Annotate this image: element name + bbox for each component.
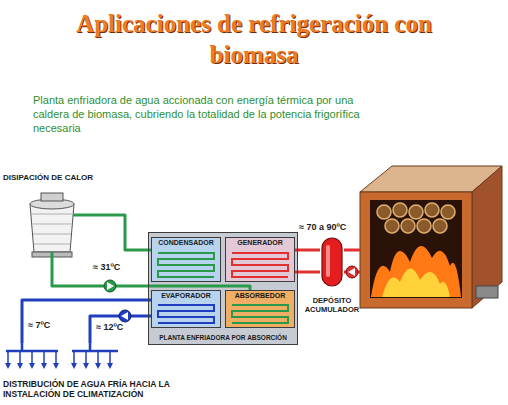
boiler-supply-pipe — [344, 249, 360, 252]
log — [377, 205, 391, 219]
log — [433, 219, 447, 233]
tank-body — [322, 238, 342, 286]
outlet-arrowheads — [5, 363, 113, 369]
generator-box: GENERADOR — [225, 237, 295, 282]
tower-fan — [41, 193, 63, 201]
pump-symbol — [119, 310, 131, 322]
flame-inner — [382, 268, 450, 297]
temperature-label: ≈ 70 a 90ºC — [298, 222, 347, 233]
pump-arrow — [121, 312, 128, 320]
biomass-logs — [377, 203, 455, 233]
supply-outlets — [8, 351, 56, 363]
boiler-front — [360, 192, 472, 308]
pump-body — [104, 280, 116, 292]
storage-tank: DEPÓSITO ACUMULADOR — [300, 236, 364, 316]
biomass-boiler — [360, 166, 502, 308]
pump-arrow — [348, 268, 355, 276]
node-label: EVAPORADOR — [153, 292, 219, 300]
tower-body — [30, 204, 74, 252]
diagram-caption: Planta enfriadora de agua accionada con … — [33, 93, 378, 135]
pipe-connector — [80, 215, 151, 250]
supply-manifold — [6, 343, 58, 351]
supply-heads — [5, 363, 59, 369]
distribution-manifolds — [6, 343, 118, 363]
chiller-fill — [148, 232, 298, 345]
return-outlets — [74, 351, 110, 363]
pump-body — [346, 266, 358, 278]
diagram-title: Aplicaciones de refrigeración con biomas… — [34, 8, 474, 70]
generator-fill — [225, 237, 295, 282]
node-label: DEPÓSITO ACUMULADOR — [301, 296, 363, 314]
temperature-label: ≈ 12ºC — [95, 322, 124, 333]
return-manifold — [72, 343, 118, 351]
node-label: CONDENSADOR — [153, 239, 219, 247]
storage-tank-shape — [320, 236, 344, 288]
boiler-burner — [476, 286, 498, 298]
cold-water-distribution: DISTRIBUCIÓN DE AGUA FRÍA HACIA LA INSTA… — [2, 343, 202, 401]
log — [393, 203, 407, 217]
tower-pipe-stub — [51, 252, 54, 262]
pump-symbol — [346, 266, 358, 278]
node-label: ABSORBEDOR — [227, 292, 293, 300]
pump-body — [119, 310, 131, 322]
evaporator-box: EVAPORADOR — [151, 290, 221, 328]
absorber-coil — [232, 305, 288, 323]
condenser-fill — [151, 237, 221, 282]
flame-outer — [371, 246, 461, 297]
temperature-label: ≈ 31ºC — [92, 262, 121, 273]
log — [417, 219, 431, 233]
pipe-connector — [295, 249, 320, 252]
pump-symbol — [104, 280, 116, 292]
node-label: GENERADOR — [227, 239, 293, 247]
log — [385, 219, 399, 233]
node-label: DISTRIBUCIÓN DE AGUA FRÍA HACIA LA INSTA… — [3, 379, 201, 399]
log — [401, 219, 415, 233]
boiler-firebox — [370, 200, 462, 298]
absorption-chiller: PLANTA ENFRIADORA POR ABSORCIÓN CONDENSAD… — [148, 232, 298, 345]
cooling-tower: DISIPACIÓN DE CALOR — [2, 172, 118, 264]
log — [441, 205, 455, 219]
condenser-coil — [158, 253, 214, 277]
log — [409, 205, 423, 219]
evaporator-fill — [151, 290, 221, 328]
temperature-label: ≈ 7ºC — [27, 320, 51, 331]
tank-highlight — [326, 245, 330, 277]
absorber-fill — [225, 290, 295, 328]
pipe-connector — [22, 300, 151, 343]
tower-ribs — [32, 214, 72, 244]
evaporator-coil — [158, 305, 214, 323]
tower-pipe-stub — [73, 214, 80, 217]
generator-coil — [232, 253, 288, 277]
pump-arrow — [107, 282, 114, 290]
node-label: PLANTA ENFRIADORA POR ABSORCIÓN — [150, 334, 296, 342]
boiler-side — [472, 166, 502, 308]
pipe-connector — [295, 271, 320, 274]
condenser-box: CONDENSADOR — [151, 237, 221, 282]
return-heads — [71, 363, 113, 369]
node-label: DISIPACIÓN DE CALOR — [3, 173, 117, 183]
log — [425, 203, 439, 217]
absorber-box: ABSORBEDOR — [225, 290, 295, 328]
cooling-tower-shape — [24, 190, 80, 262]
